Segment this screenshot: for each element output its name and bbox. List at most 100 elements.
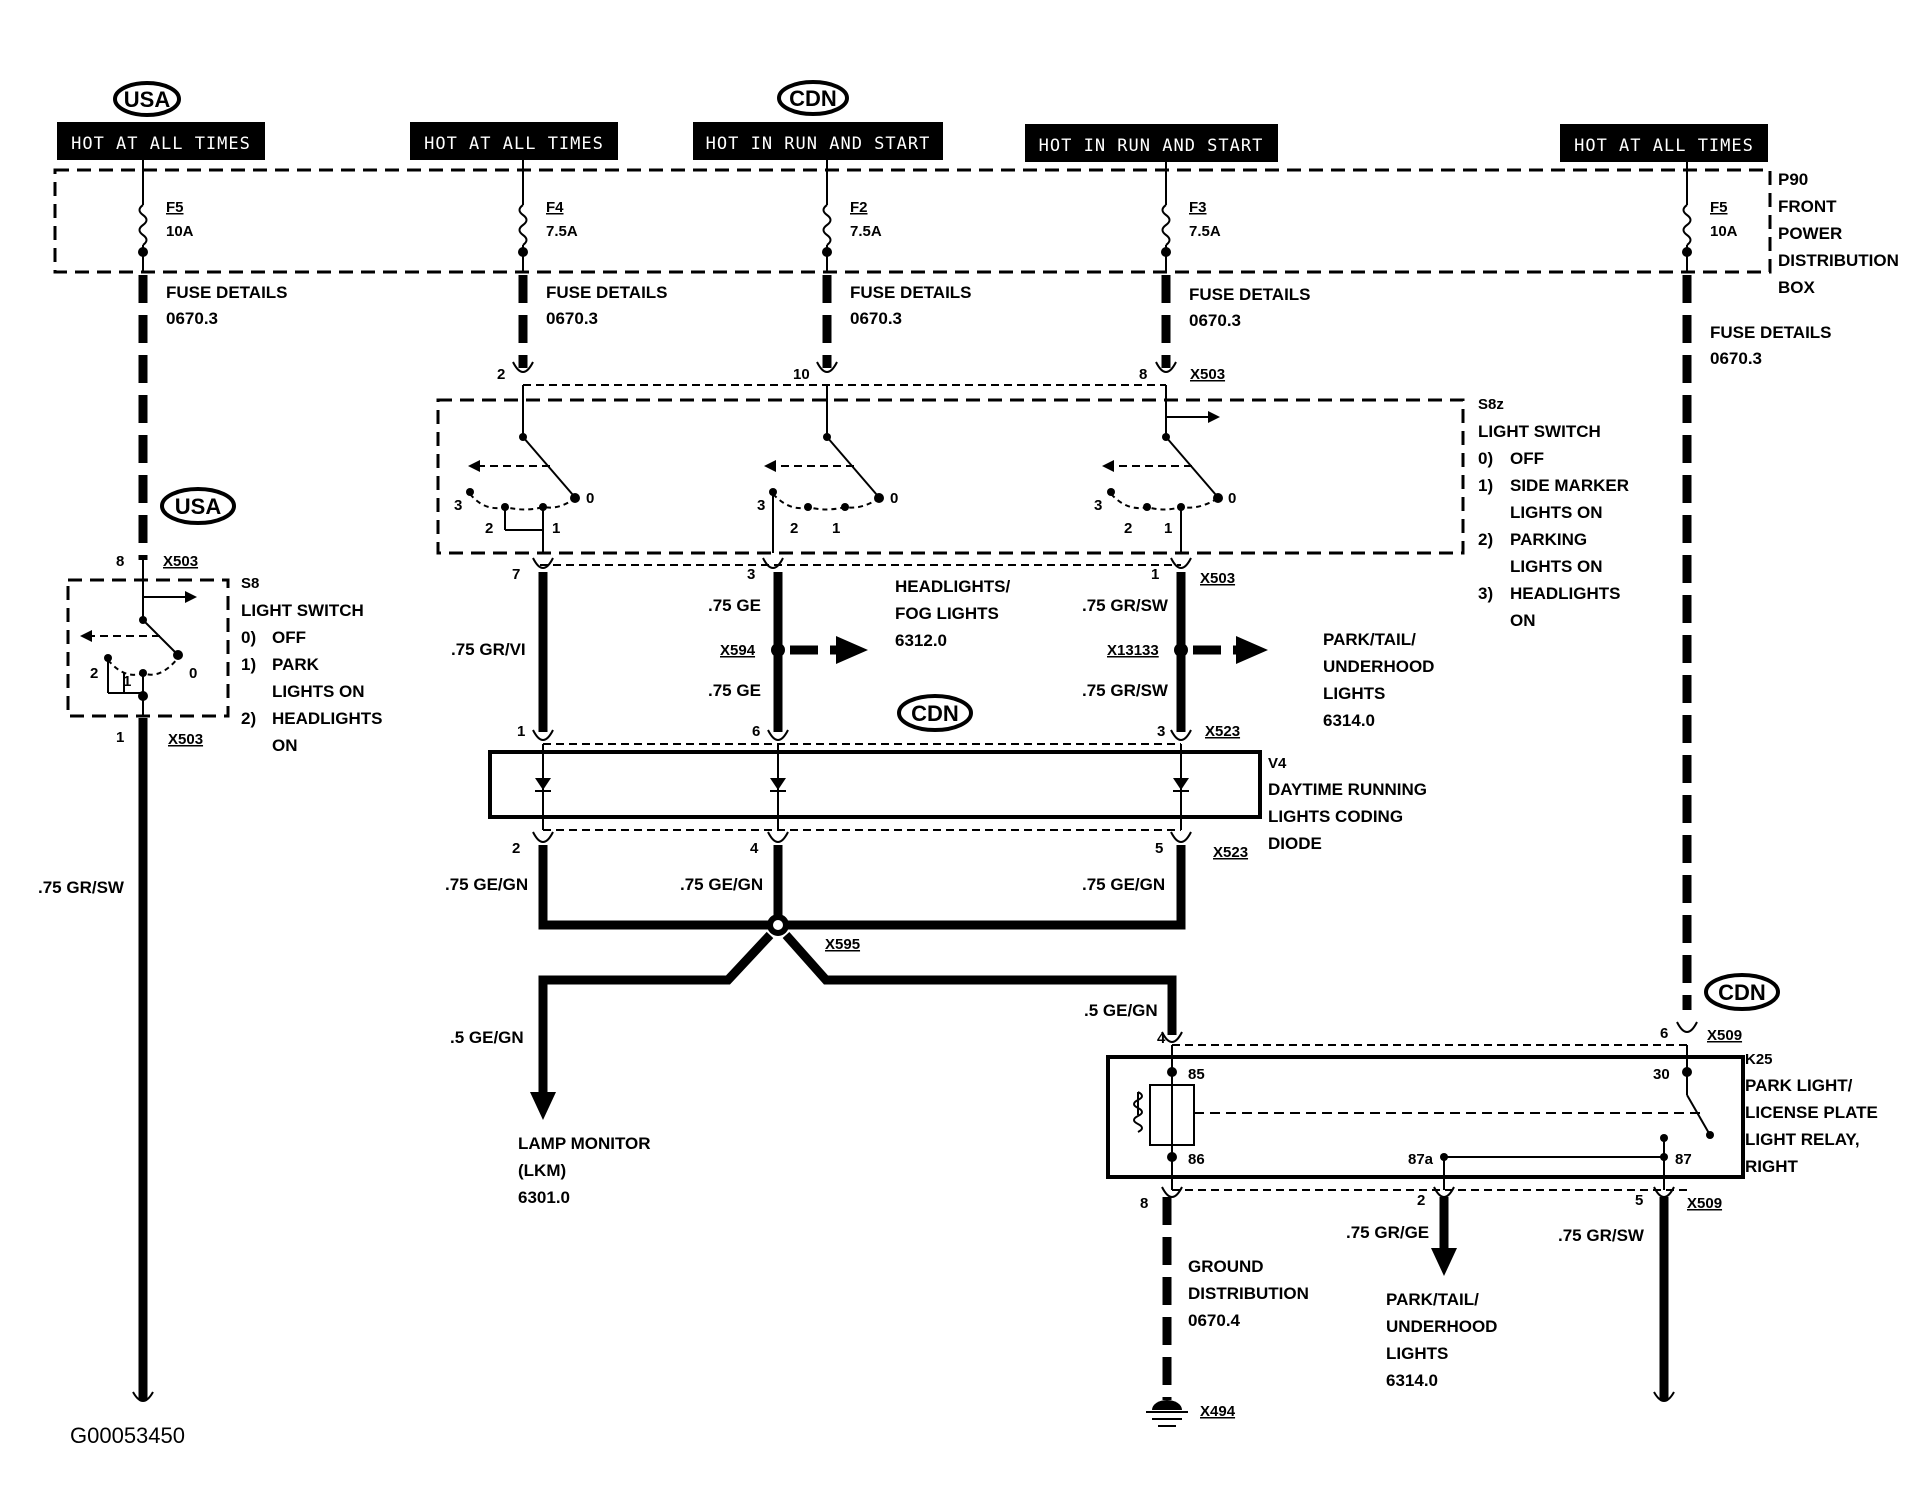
s8z-light-switch-label: S8z LIGHT SWITCH 0) OFF 1) SIDE MARKER L…	[1478, 396, 1629, 630]
wire-label-grsw-top: .75 GR/SW	[1082, 596, 1169, 615]
s8z-sw1-pos-1: 1	[552, 520, 560, 537]
pin-s8z-out3: 3	[747, 566, 755, 583]
svg-text:LIGHTS ON: LIGHTS ON	[1510, 557, 1603, 576]
wire-label-ge-bottom: .75 GE	[708, 681, 761, 700]
s8z-sw2-pos-3: 3	[757, 497, 765, 514]
svg-text:P90: P90	[1778, 170, 1808, 189]
v4-diode-box	[488, 750, 1262, 819]
svg-text:1): 1)	[1478, 476, 1493, 495]
wire-label-ge-top: .75 GE	[708, 596, 761, 615]
svg-text:SIDE MARKER: SIDE MARKER	[1510, 476, 1629, 495]
pin-v4-out5: 5	[1155, 840, 1163, 857]
svg-text:FUSE DETAILS: FUSE DETAILS	[1710, 323, 1832, 342]
splice-x595	[767, 914, 789, 936]
s8z-sw3-pos-1: 1	[1164, 520, 1172, 537]
header-hot-in-run-and-start-1: HOT IN RUN AND START	[693, 122, 943, 160]
svg-text:RIGHT: RIGHT	[1745, 1157, 1799, 1176]
s8-light-switch-label: S8 LIGHT SWITCH 0) OFF 1) PARK LIGHTS ON…	[241, 575, 383, 755]
fuse-f4: F4 7.5A	[518, 160, 578, 272]
svg-text:HOT IN RUN AND START: HOT IN RUN AND START	[1039, 136, 1264, 156]
relay-pin-30: 30	[1653, 1066, 1670, 1083]
svg-text:F4: F4	[546, 199, 564, 216]
s8z-sw2-pos-0: 0	[890, 490, 898, 507]
connector-x503-s8-bottom: X503	[168, 731, 203, 748]
svg-text:HOT AT ALL TIMES: HOT AT ALL TIMES	[71, 134, 251, 154]
s8z-sw1-pos-2: 2	[485, 520, 493, 537]
pin-s8z-out1: 1	[1151, 566, 1159, 583]
relay-pin-86: 86	[1188, 1151, 1205, 1168]
header-hot-at-all-times-2: HOT AT ALL TIMES	[410, 122, 618, 160]
connector-x509-top: X509	[1707, 1027, 1742, 1044]
svg-text:FRONT: FRONT	[1778, 197, 1837, 216]
fuse-details-4: FUSE DETAILS 0670.3	[1189, 285, 1311, 330]
park-tail-bottom-ref: PARK/TAIL/ UNDERHOOD LIGHTS 6314.0	[1386, 1290, 1497, 1390]
s8-pos-0: 0	[189, 665, 197, 682]
wire-label-gegn1: .75 GE/GN	[445, 875, 528, 894]
power-box-label: P90 FRONT POWER DISTRIBUTION BOX	[1778, 170, 1899, 297]
s8z-sw2-pos-2: 2	[790, 520, 798, 537]
pin-s8z-out7: 7	[512, 566, 520, 583]
connector-x523-bottom: X523	[1213, 844, 1248, 861]
park-tail-mid-ref: PARK/TAIL/ UNDERHOOD LIGHTS 6314.0	[1323, 630, 1434, 730]
s8-switch-box	[66, 578, 230, 718]
svg-text:ON: ON	[1510, 611, 1536, 630]
pin-v4-in6: 6	[752, 723, 760, 740]
svg-text:6314.0: 6314.0	[1386, 1371, 1438, 1390]
connector-x523-top: X523	[1205, 723, 1240, 740]
pin-k25-out8: 8	[1140, 1195, 1148, 1212]
pin-k25-out5: 5	[1635, 1192, 1643, 1209]
svg-text:0): 0)	[241, 628, 256, 647]
s8-pos-2: 2	[90, 665, 98, 682]
svg-text:PARK: PARK	[272, 655, 320, 674]
wire-label-grsw-bottom: .75 GR/SW	[1082, 681, 1169, 700]
svg-text:0670.3: 0670.3	[1189, 311, 1241, 330]
s8z-sw2-pos-1: 1	[832, 520, 840, 537]
svg-text:FUSE DETAILS: FUSE DETAILS	[1189, 285, 1311, 304]
svg-text:PARKING: PARKING	[1510, 530, 1587, 549]
pin-v4-out2: 2	[512, 840, 520, 857]
svg-text:CDN: CDN	[911, 701, 959, 726]
wire-label-grsw-left: .75 GR/SW	[38, 878, 125, 897]
usa-badge-top: USA	[113, 81, 181, 117]
fuse-details-5: FUSE DETAILS 0670.3	[1710, 323, 1832, 368]
lamp-monitor-ref: LAMP MONITOR (LKM) 6301.0	[518, 1134, 651, 1207]
svg-text:USA: USA	[124, 87, 171, 112]
relay-pin-87: 87	[1675, 1151, 1692, 1168]
header-hot-at-all-times-1: HOT AT ALL TIMES	[57, 122, 265, 160]
svg-text:POWER: POWER	[1778, 224, 1842, 243]
cdn-badge-right: CDN	[1704, 973, 1780, 1011]
relay-pin-85: 85	[1188, 1066, 1205, 1083]
svg-text:DISTRIBUTION: DISTRIBUTION	[1188, 1284, 1309, 1303]
svg-text:PARK LIGHT/: PARK LIGHT/	[1745, 1076, 1853, 1095]
s8z-switch-3	[1102, 385, 1223, 553]
svg-text:F5: F5	[1710, 199, 1728, 216]
svg-text:LIGHT SWITCH: LIGHT SWITCH	[241, 601, 364, 620]
relay-pin-87a: 87a	[1408, 1151, 1434, 1168]
ground-symbol	[1146, 1400, 1188, 1427]
fuse-details-3: FUSE DETAILS 0670.3	[850, 283, 972, 328]
svg-text:2): 2)	[241, 709, 256, 728]
fuse-details-1: FUSE DETAILS 0670.3	[166, 283, 288, 328]
svg-text:0670.4: 0670.4	[1188, 1311, 1241, 1330]
svg-text:DAYTIME RUNNING: DAYTIME RUNNING	[1268, 780, 1427, 799]
s8z-switch-box	[436, 398, 1465, 555]
s8z-sw1-pos-0: 0	[586, 490, 594, 507]
fuse-f5-right: F5 10A	[1682, 162, 1738, 272]
connector-x13133: X13133	[1107, 642, 1159, 659]
svg-text:6301.0: 6301.0	[518, 1188, 570, 1207]
wire-left-fork	[132, 1391, 154, 1402]
svg-text:7.5A: 7.5A	[1189, 223, 1221, 240]
svg-text:10A: 10A	[166, 223, 194, 240]
svg-text:LIGHTS: LIGHTS	[1323, 684, 1385, 703]
header-hot-in-run-and-start-2: HOT IN RUN AND START	[1025, 124, 1278, 162]
wire-label-grvi: .75 GR/VI	[451, 640, 526, 659]
headlights-ref: HEADLIGHTS/ FOG LIGHTS 6312.0	[895, 577, 1011, 650]
svg-text:0): 0)	[1478, 449, 1493, 468]
svg-text:LIGHTS CODING: LIGHTS CODING	[1268, 807, 1403, 826]
fuse-f2: F2 7.5A	[822, 160, 882, 272]
svg-text:0670.3: 0670.3	[1710, 349, 1762, 368]
svg-text:7.5A: 7.5A	[546, 223, 578, 240]
pin-k25-out2: 2	[1417, 1192, 1425, 1209]
wire-label-gegn2: .75 GE/GN	[680, 875, 763, 894]
svg-text:CDN: CDN	[1718, 980, 1766, 1005]
